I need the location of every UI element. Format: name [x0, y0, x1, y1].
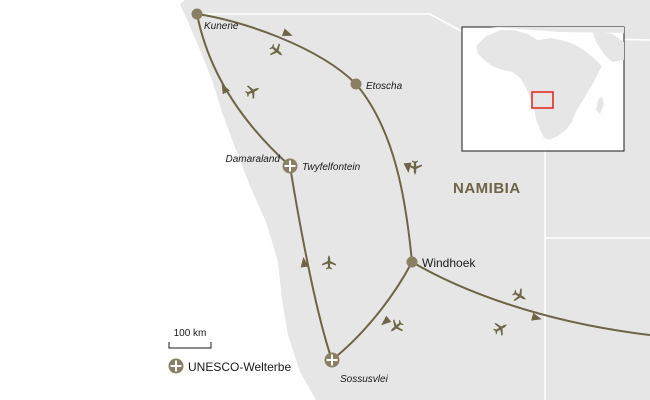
inset-highlight	[531, 91, 554, 109]
unesco-icon	[168, 358, 184, 374]
direction-arrow	[531, 312, 542, 321]
inset-madagascar	[596, 96, 604, 114]
legend-label-unesco: UNESCO-Welterbe	[188, 360, 291, 374]
direction-arrow	[281, 28, 293, 37]
route-segment	[289, 165, 333, 361]
route-segment	[196, 13, 291, 167]
place-label-sossusvlei: Sossusvlei	[340, 374, 389, 385]
scale-bar: 100 km	[168, 328, 212, 349]
unesco-icon	[324, 352, 340, 368]
direction-arrow	[300, 257, 309, 268]
legend: UNESCO-Welterbe	[168, 358, 291, 374]
direction-arrow	[381, 315, 392, 326]
inset-europe	[490, 27, 624, 33]
place-label-damaraland: Damaraland	[226, 154, 281, 165]
place-label-kunene: Kunene	[204, 21, 239, 32]
city-marker-icon	[191, 8, 203, 20]
country-label: NAMIBIA	[453, 180, 521, 197]
inset-africa	[475, 29, 603, 141]
inset-arabia	[592, 30, 624, 62]
direction-arrow	[221, 83, 230, 95]
inset-map	[461, 26, 625, 152]
place-label-etoscha: Etoscha	[366, 81, 403, 92]
unesco-icon	[282, 158, 298, 174]
city-marker-icon	[406, 256, 418, 268]
route-arrows	[221, 28, 542, 326]
scale-bar-label: 100 km	[174, 328, 207, 339]
city-marker-icon	[350, 78, 362, 90]
place-label-twyfelfontein: Twyfelfontein	[302, 162, 361, 173]
route-segment	[411, 261, 650, 336]
place-label-windhoek: Windhoek	[422, 256, 476, 270]
route-segment	[331, 261, 413, 361]
